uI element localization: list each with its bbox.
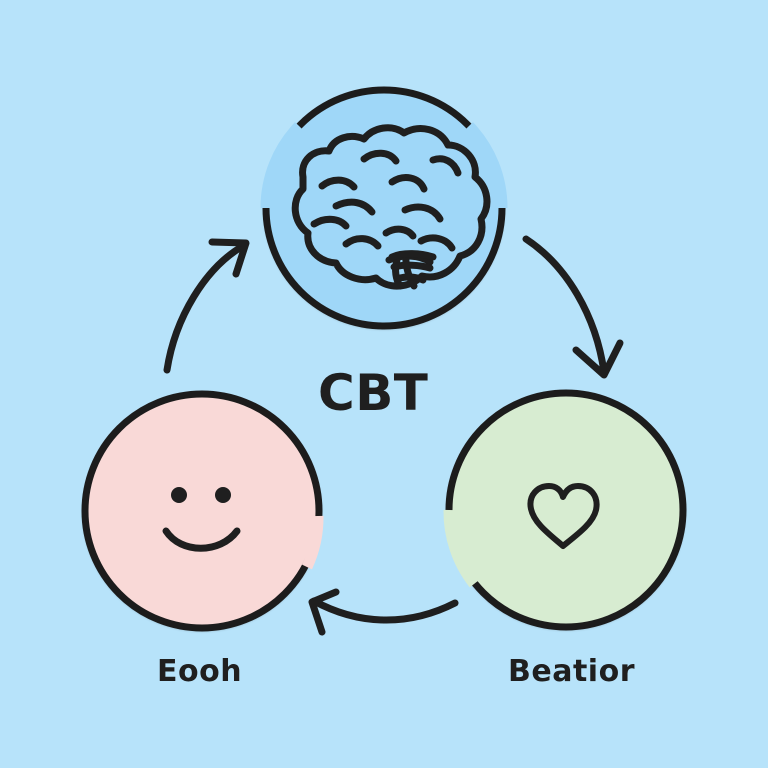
left-eye — [171, 487, 187, 503]
left-node — [81, 390, 324, 632]
arrow-left-to-top-head — [208, 238, 250, 278]
top-node — [260, 86, 508, 330]
right-node — [443, 389, 687, 631]
arrow-right-to-left-head — [308, 588, 340, 636]
left-node-label: Eooh — [157, 654, 243, 689]
heart-icon — [527, 483, 600, 549]
center-label: CBT — [318, 364, 429, 422]
arrow-left-to-top — [163, 242, 247, 374]
right-node-label: Beatior — [508, 654, 635, 689]
left-node-circle — [81, 390, 323, 632]
right-eye — [215, 487, 231, 503]
right-node-circle — [445, 389, 687, 631]
top-node-gap-left — [260, 122, 304, 209]
smile — [162, 527, 241, 552]
cycle-arrows — [163, 235, 624, 636]
left-node-gap — [301, 515, 324, 570]
arrow-top-to-right — [522, 235, 608, 376]
smiley-face-icon — [162, 487, 241, 552]
arrow-top-to-right-head — [572, 339, 624, 379]
brain-icon — [291, 124, 491, 290]
top-node-gap-right — [464, 122, 508, 209]
right-node-gap — [443, 509, 479, 588]
arrow-right-to-left — [310, 597, 459, 624]
